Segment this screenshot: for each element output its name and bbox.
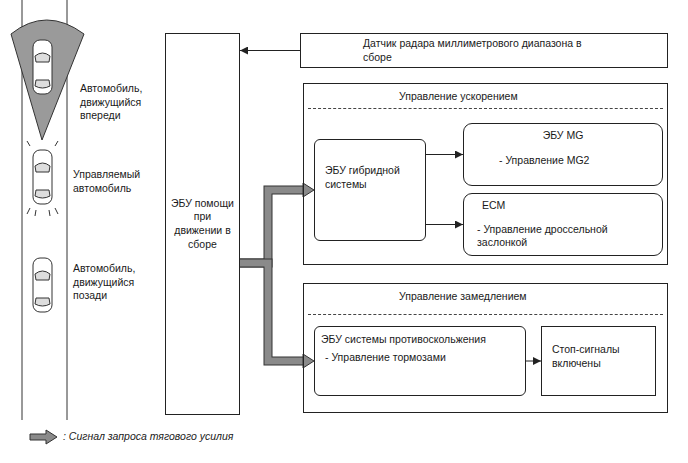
box-title: ЭБУ системы противоскольжения <box>321 333 519 347</box>
signal-arrow <box>426 154 463 155</box>
sensor-box: Датчик радара миллиметрового диапазона в… <box>300 33 668 68</box>
vehicle-label: Автомобиль, движущийся позади <box>73 262 161 303</box>
box-title: ЭБУ MG <box>472 129 654 143</box>
box-title: Управление замедлением <box>399 290 659 304</box>
signal-arrow <box>426 224 463 225</box>
legend-item: : Сигнал запроса тягового усилия <box>28 428 233 446</box>
group-box: Управление ускорениемЭБУ гибридной систе… <box>303 83 668 265</box>
signal-arrow <box>240 50 300 51</box>
divider-line <box>308 314 663 315</box>
box-title: ЭБУ помощи при движении в сборе <box>170 197 235 252</box>
ecu-box: ЭБУ MG - Управление MG2 <box>463 123 663 186</box>
divider-line <box>308 108 663 109</box>
group-box: Управление замедлениемЭБУ системы против… <box>303 283 668 413</box>
legend-text: : Сигнал запроса тягового усилия <box>63 430 233 444</box>
box-body: - Управление MG2 <box>499 154 654 168</box>
box-title: Датчик радара миллиметрового диапазона в… <box>363 37 613 64</box>
car-own <box>27 141 58 216</box>
legend-arrow-sample <box>28 428 60 446</box>
ecu-box: ЭБУ системы противоскольжения - Управлени… <box>314 326 526 396</box>
box-body: - Управление тормозами <box>325 351 519 365</box>
vehicle-label: Управляемый автомобиль <box>73 168 163 195</box>
radar-beam <box>11 20 84 140</box>
vehicle-label: Автомобиль, движущийся впереди <box>80 82 162 123</box>
ecu-box: ECM - Управление дроссельной заслонкой <box>463 193 663 256</box>
box-title: Стоп-сигналы включены <box>552 343 649 370</box>
box-title: ECM <box>482 199 654 213</box>
lamp-box: Стоп-сигналы включены <box>541 326 656 396</box>
box-title: ЭБУ гибридной системы <box>325 164 419 191</box>
ecu-box: ЭБУ помощи при движении в сборе <box>165 33 240 415</box>
car-rear <box>33 258 52 312</box>
signal-arrow <box>526 361 541 362</box>
box-body: - Управление дроссельной заслонкой <box>477 223 637 250</box>
car-front <box>33 40 52 94</box>
box-title: Управление ускорением <box>399 90 659 104</box>
ecu-box: ЭБУ гибридной системы <box>314 139 426 241</box>
